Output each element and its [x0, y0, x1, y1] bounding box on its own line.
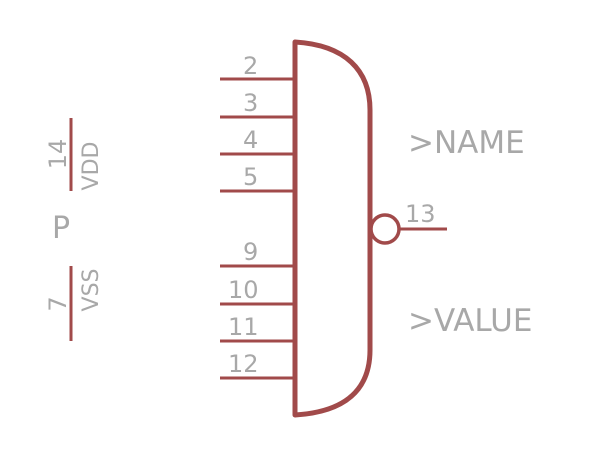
vdd-pin-number: 14	[44, 139, 72, 170]
input-pin-lines	[220, 77, 295, 380]
pin-number-2: 2	[243, 52, 258, 80]
gate-body	[292, 39, 373, 418]
name-placeholder: >NAME	[408, 125, 525, 161]
input-pin-numbers: 2 3 4 5 9 10 11 12	[228, 52, 259, 378]
vdd-label: VDD	[79, 142, 104, 191]
pin-number-3: 3	[243, 89, 258, 117]
power-part-label: P	[52, 211, 70, 246]
pin-number-4: 4	[243, 126, 258, 154]
pin-number-11: 11	[228, 313, 259, 341]
pin-number-9: 9	[243, 238, 258, 266]
pin-number-10: 10	[228, 276, 259, 304]
inversion-bubble	[369, 213, 401, 245]
output-pin-number: 13	[405, 200, 436, 228]
vss-label: VSS	[79, 269, 104, 312]
pin-number-5: 5	[243, 163, 258, 191]
value-placeholder: >VALUE	[408, 303, 532, 339]
vss-pin-number: 7	[44, 296, 72, 311]
pin-number-12: 12	[228, 350, 259, 378]
